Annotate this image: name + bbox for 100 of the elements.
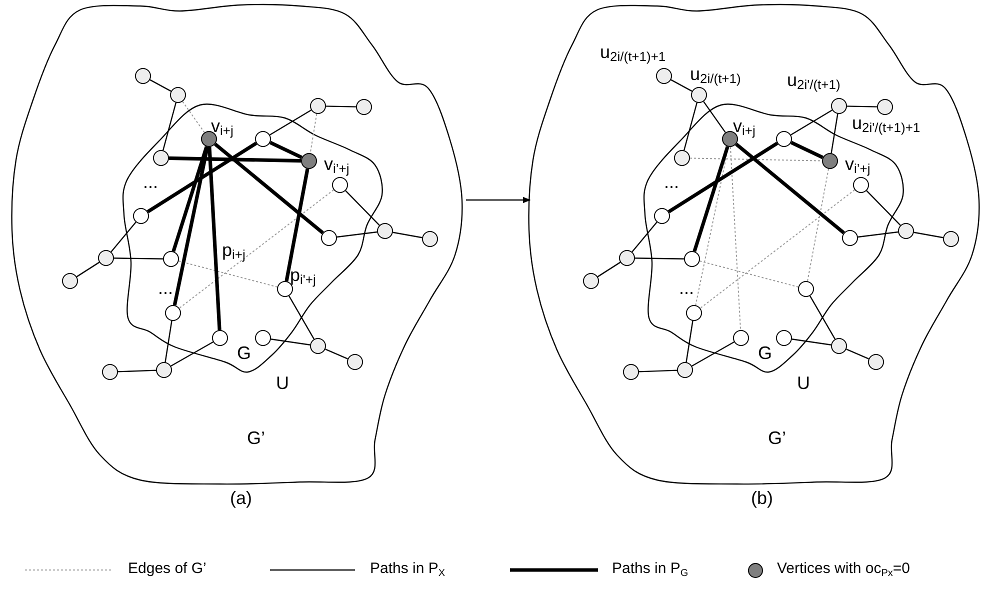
graph-edge [684, 102, 698, 150]
graph-edge [182, 101, 205, 133]
vertex-circle [255, 330, 271, 346]
graph-edge [269, 140, 303, 160]
vertex-circle [842, 230, 858, 246]
diagram-label: U [276, 373, 289, 393]
vertex-circle [853, 177, 869, 193]
vertex-circle [583, 273, 599, 289]
vertex-circle [831, 98, 847, 114]
graph-edge [118, 370, 156, 372]
graph-edge [310, 113, 318, 154]
vertex-circle [619, 250, 635, 266]
vertex-circle [133, 208, 149, 224]
graph-edge [178, 260, 278, 288]
diagram-label: ... [143, 172, 158, 192]
region-label: G [237, 343, 252, 363]
diagram-label: U [797, 373, 810, 393]
vertex-circle [156, 362, 172, 378]
graph-edge [686, 320, 694, 362]
graph-edge [846, 106, 878, 108]
legend-label: Edges of G’ [128, 560, 206, 578]
graph-edge [208, 146, 222, 330]
graph-edge [670, 79, 692, 92]
vertex-circle [212, 330, 228, 346]
vertex-circle [98, 250, 114, 266]
graph-edge [325, 348, 348, 360]
graph-edge [700, 189, 856, 309]
vertex-circle [868, 354, 884, 370]
graph-edge [735, 142, 845, 234]
vertex-circle [255, 131, 271, 147]
vertex-circle [776, 330, 792, 346]
diagram-label: ... [664, 172, 680, 192]
graph-edge [162, 102, 176, 150]
graph-edge [168, 156, 302, 163]
vertex-circle [798, 281, 814, 297]
vertex-circle [153, 150, 169, 166]
vertex-circle [102, 364, 118, 380]
graph-edge [858, 231, 898, 238]
graph-edge [914, 232, 944, 238]
graph-edge [345, 190, 380, 226]
vertex-label: v$_{i’+j}$ [845, 154, 870, 174]
graph-edge [692, 341, 734, 367]
vertex-circle [170, 87, 186, 103]
graph-edge [692, 146, 730, 252]
graph-edge [730, 146, 742, 330]
vertex-label: u$_{2i'/(t+1)}$ [787, 70, 840, 90]
graph-edge [150, 79, 172, 92]
vertex-circle [347, 354, 363, 370]
vertex-label: v$_{i’+j}$ [324, 154, 350, 174]
legend-label: Vertices with oc$_{Px}$=0 [777, 560, 910, 578]
graph-edge [270, 110, 312, 136]
vertex-circle [877, 99, 893, 115]
graph-edge [632, 222, 658, 252]
vertex-circle [277, 281, 293, 297]
graph-edge [270, 338, 310, 346]
vertex-circle [898, 223, 914, 239]
vertex-circle [422, 231, 438, 247]
graph-edge [76, 262, 100, 278]
vertex-circle [310, 338, 326, 354]
graph-edge [638, 370, 678, 372]
graph-edge [866, 190, 901, 226]
vertex-label: u$_{2i'/(t+1)+1}$ [852, 113, 920, 133]
graph-edge [336, 231, 378, 238]
graph-edge [703, 101, 726, 133]
vertex-label: v$_{i+j}$ [733, 116, 756, 136]
graph-edge [792, 338, 832, 346]
graph-edge [146, 142, 258, 214]
vertex-circle [943, 231, 959, 247]
graph-edge [178, 189, 334, 309]
graph-edge [846, 348, 869, 360]
vertex-circle [654, 208, 670, 224]
vertex-label: v$_{i+j}$ [211, 116, 234, 136]
vertex-circle [684, 251, 700, 267]
region-label: G’ [768, 428, 786, 448]
vertex-circle [135, 68, 151, 84]
diagram-label: (a) [230, 488, 252, 508]
graph-edge [806, 168, 830, 282]
graph-edge [214, 142, 324, 234]
vertex-circle [656, 68, 672, 84]
vertex-circle [163, 251, 179, 267]
graph-edge [810, 296, 836, 340]
legend-label: Paths in P$_{G}$ [612, 560, 688, 578]
graph-edge [170, 341, 214, 367]
vertex-circle [691, 87, 707, 103]
graph-edge [284, 168, 310, 282]
vertex-circle [822, 153, 838, 169]
graph-edge [172, 146, 208, 252]
vertex-circle [722, 131, 738, 147]
diagram-label: (b) [751, 488, 773, 508]
graph-edge [164, 320, 172, 362]
vertex-label: u$_{2i/(t+1)}$ [690, 64, 741, 84]
vertex-circle [310, 98, 326, 114]
graph-edge [597, 262, 621, 278]
legend-label: Paths in P$_{X}$ [370, 560, 446, 578]
vertex-circle [677, 362, 693, 378]
vertex-circle [301, 153, 317, 169]
arrow [466, 196, 531, 204]
graph-edge [110, 222, 136, 252]
graph-edge [790, 110, 832, 136]
vertex-circle [356, 99, 372, 115]
